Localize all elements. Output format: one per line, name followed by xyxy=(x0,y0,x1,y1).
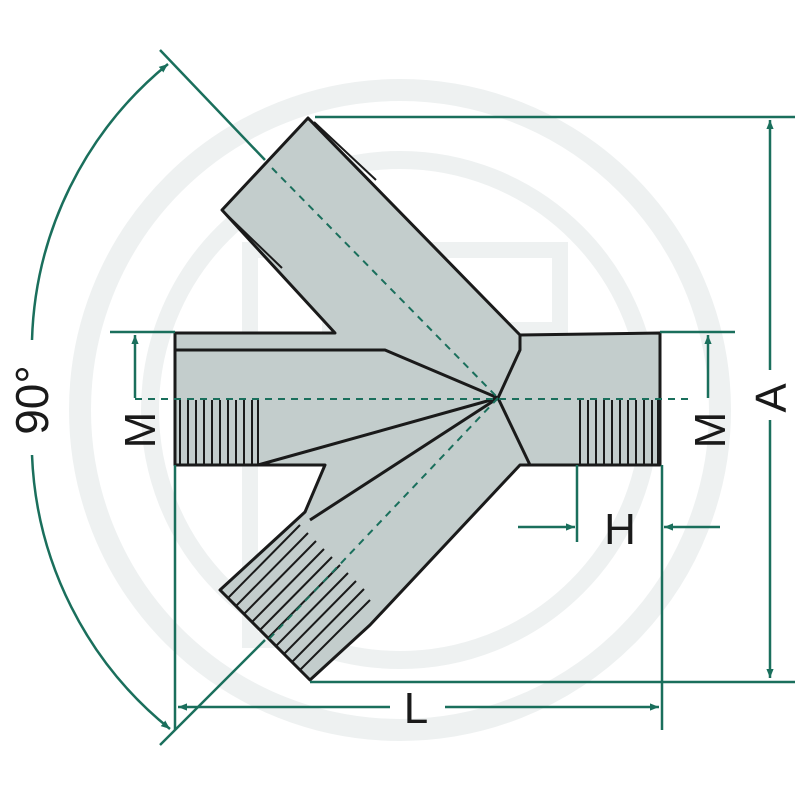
thread-left xyxy=(179,400,259,465)
dimension-l-label: L xyxy=(404,684,428,733)
centerlines xyxy=(135,167,690,641)
thread-right xyxy=(579,400,659,465)
dimension-a-label: A xyxy=(747,383,796,413)
dimension-m-left-label: M xyxy=(116,412,165,449)
thread-bottom xyxy=(227,524,371,671)
dimension-lines xyxy=(110,49,795,746)
dimension-m-right-label: M xyxy=(686,412,735,449)
angle-label: 90° xyxy=(6,365,58,435)
dimension-h-label: H xyxy=(604,505,636,554)
fitting-body xyxy=(173,116,662,682)
thread-top xyxy=(225,121,377,269)
angle-arc xyxy=(30,63,171,730)
